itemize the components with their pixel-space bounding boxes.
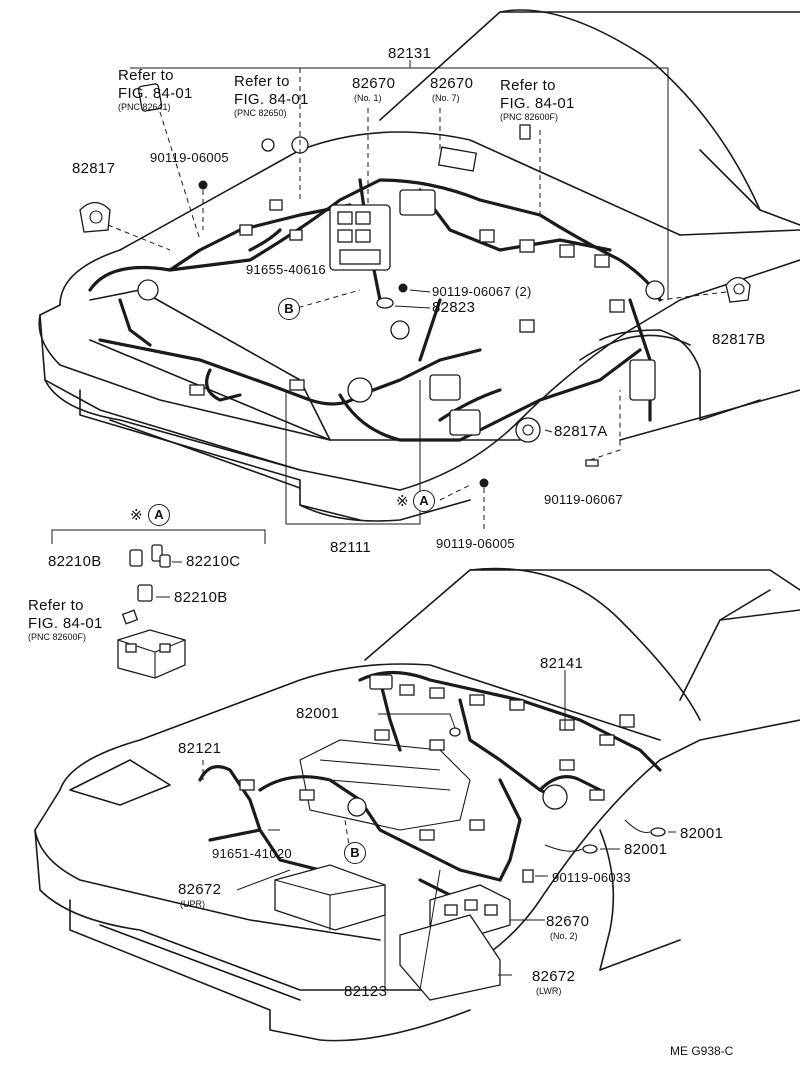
ref-mid-pnc: (PNC 82650)	[234, 108, 287, 118]
label-82121: 82121	[178, 740, 222, 757]
marker-a-inset: A	[148, 504, 170, 526]
label-82672-upr-note: (UPR)	[180, 899, 205, 909]
figure-code: ME G938-C	[670, 1044, 734, 1058]
label-82001-right1: 82001	[680, 825, 724, 842]
label-90119-06005-top: 90119-06005	[150, 150, 229, 165]
ref-left-line1: Refer to	[118, 67, 174, 84]
top-connectors	[79, 83, 751, 488]
label-90119-06067-2: 90119-06067 (2)	[432, 284, 532, 299]
label-90119-06033: 90119-06033	[552, 870, 631, 885]
label-82817b: 82817B	[712, 331, 766, 348]
marker-a-top: A	[413, 490, 435, 512]
label-82823: 82823	[432, 299, 476, 316]
asterisk-inset: ※	[130, 507, 143, 524]
label-90119-06067: 90119-06067	[544, 492, 623, 507]
label-82131: 82131	[388, 45, 432, 62]
ref-right-line1: Refer to	[500, 77, 556, 94]
ref-inset-line1: Refer to	[28, 597, 84, 614]
bottom-leader-lines	[202, 670, 676, 991]
ref-inset-line2: FIG. 84-01	[28, 615, 103, 632]
ref-mid-line1: Refer to	[234, 73, 290, 90]
ref-right-line2: FIG. 84-01	[500, 95, 575, 112]
label-82001-top: 82001	[296, 705, 340, 722]
label-82672-upr: 82672	[178, 881, 222, 898]
top-car-body	[38, 9, 800, 522]
label-82817: 82817	[72, 160, 116, 177]
label-82670-no7: 82670	[430, 75, 474, 92]
label-82123: 82123	[344, 983, 388, 1000]
label-82141: 82141	[540, 655, 584, 672]
label-82670-no7-note: (No. 7)	[432, 93, 460, 103]
label-82672-lwr: 82672	[532, 968, 576, 985]
label-82672-lwr-note: (LWR)	[536, 986, 562, 996]
top-leader-lines	[107, 60, 727, 530]
label-82001-right2: 82001	[624, 841, 668, 858]
ref-right-pnc: (PNC 82600F)	[500, 112, 559, 122]
marker-b-bottom: B	[344, 842, 366, 864]
ref-inset-pnc: (PNC 82600F)	[28, 632, 87, 642]
asterisk-top: ※	[396, 493, 409, 510]
inset-fuses	[51, 529, 266, 679]
label-82111: 82111	[330, 539, 371, 556]
label-91655-40616: 91655-40616	[246, 262, 326, 277]
label-82210b-2: 82210B	[174, 589, 228, 606]
label-82670-no2: 82670	[546, 913, 590, 930]
label-82670-no1-note: (No. 1)	[354, 93, 382, 103]
label-82670-no2-note: (No. 2)	[550, 931, 578, 941]
label-82210b-1: 82210B	[48, 553, 102, 570]
label-91651-41020: 91651-41020	[212, 846, 292, 861]
label-82210c: 82210C	[186, 553, 241, 570]
ref-left-line2: FIG. 84-01	[118, 85, 193, 102]
bottom-connectors	[239, 674, 666, 1001]
ref-mid-line2: FIG. 84-01	[234, 91, 309, 108]
label-82817a: 82817A	[554, 423, 608, 440]
ref-left-pnc: (PNC 82641)	[118, 102, 171, 112]
label-82670-no1: 82670	[352, 75, 396, 92]
marker-b-top: B	[278, 298, 300, 320]
label-90119-06005-bottom: 90119-06005	[436, 536, 515, 551]
